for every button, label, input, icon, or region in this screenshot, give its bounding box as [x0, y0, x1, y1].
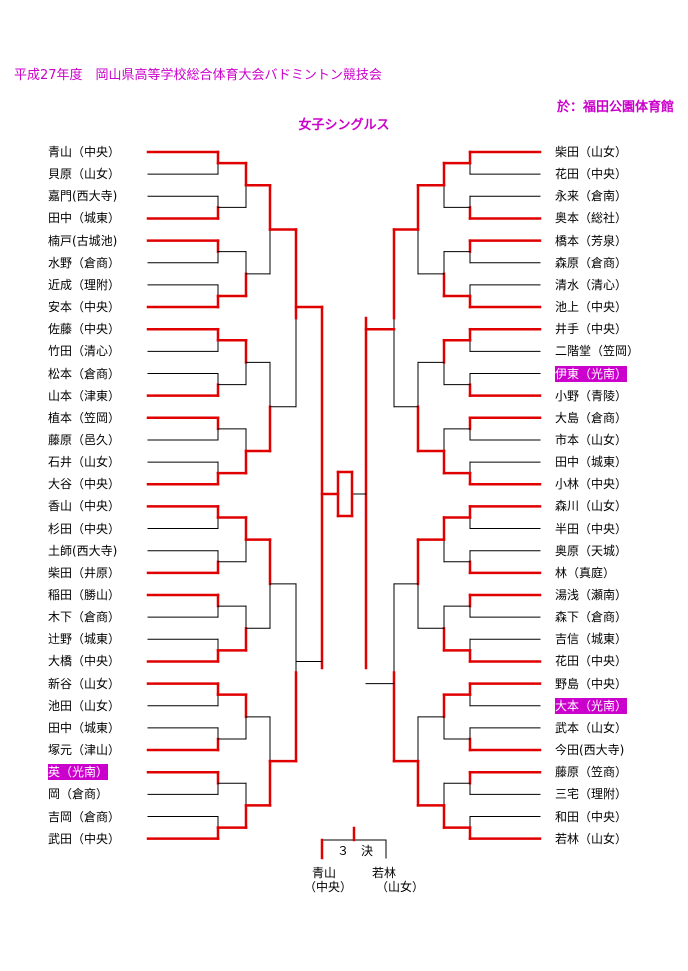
left-player-9: 佐藤（中央） — [48, 322, 121, 337]
right-player-11: 伊東（光南） — [555, 365, 628, 382]
left-player-5: 楠戸(古城池) — [48, 233, 118, 248]
left-player-2: 貝原（山女） — [48, 167, 121, 182]
left-player-8: 安本（中央） — [48, 300, 121, 315]
left-player-32: 武田（中央） — [48, 831, 121, 846]
right-player-13: 大島（倉商） — [555, 410, 628, 425]
right-player-8: 池上（中央） — [555, 300, 628, 315]
right-player-19: 奥原（天城） — [555, 543, 628, 558]
right-player-24: 花田（中央） — [555, 654, 628, 669]
left-player-27: 田中（城東） — [48, 720, 121, 735]
left-player-17: 香山（中央） — [48, 499, 121, 514]
right-player-12: 小野（青陵） — [555, 388, 628, 403]
right-player-1: 柴田（山女） — [555, 145, 628, 159]
left-player-1: 青山（中央） — [48, 145, 121, 159]
left-player-6: 水野（倉商） — [48, 255, 121, 270]
right-player-17: 森川（山女） — [555, 499, 628, 514]
left-player-24: 大橋（中央） — [48, 654, 121, 669]
left-player-7: 近成（理附） — [48, 277, 121, 292]
left-player-15: 石井（山女） — [48, 455, 121, 470]
right-player-32: 若林（山女） — [555, 831, 628, 846]
right-player-4: 奥本（総社） — [555, 211, 628, 226]
left-player-23: 辻野（城東） — [48, 632, 121, 647]
right-player-26: 大本（光南） — [555, 697, 628, 714]
left-player-22: 木下（倉商） — [48, 610, 121, 625]
right-player-28: 今田(西大寺) — [555, 743, 625, 758]
page-title: 平成27年度 岡山県高等学校総合体育大会バドミントン競技会 — [14, 68, 382, 83]
right-player-18: 半田（中央） — [555, 521, 628, 536]
left-player-26: 池田（山女） — [48, 698, 121, 713]
right-player-29: 藤原（笠商） — [555, 765, 628, 780]
third-place-right-school: （山女） — [376, 880, 425, 894]
left-player-20: 柴田（井原） — [48, 565, 121, 580]
right-player-25: 野島（中央） — [555, 676, 628, 691]
right-player-7: 清水（清心） — [555, 277, 628, 292]
right-player-30: 三宅（理附） — [555, 787, 628, 802]
event-title: 女子シングルス — [298, 118, 390, 133]
third-place-right-name: 若林 — [372, 866, 397, 880]
left-player-21: 稲田（勝山） — [48, 588, 121, 602]
left-player-14: 藤原（邑久） — [48, 432, 121, 447]
right-player-9: 井手（中央） — [555, 322, 628, 337]
left-player-12: 山本（津東） — [48, 388, 121, 403]
left-player-29: 英（光南） — [48, 764, 109, 781]
right-player-14: 市本（山女） — [555, 432, 628, 447]
right-player-20: 林（真庭） — [555, 565, 616, 580]
right-player-5: 橋本（芳泉） — [555, 233, 628, 248]
right-player-31: 和田（中央） — [555, 809, 628, 824]
venue-label: 於：福田公園体育館 — [556, 100, 674, 115]
third-place-label: ３ 決 — [336, 844, 373, 858]
left-player-4: 田中（城東） — [48, 211, 121, 226]
right-player-15: 田中（城東） — [555, 455, 628, 470]
right-player-6: 森原（倉商） — [555, 255, 628, 270]
left-player-10: 竹田（清心） — [48, 344, 121, 359]
right-player-16: 小林（中央） — [555, 477, 628, 492]
right-player-22: 森下（倉商） — [555, 610, 628, 625]
left-player-3: 嘉門(西大寺) — [48, 189, 118, 204]
third-place-left-name: 青山 — [312, 866, 337, 880]
left-player-28: 塚元（津山） — [48, 743, 121, 758]
left-player-19: 土師(西大寺) — [48, 543, 118, 558]
right-player-27: 武本（山女） — [555, 720, 628, 735]
left-player-13: 植本（笠岡） — [48, 410, 121, 425]
left-player-18: 杉田（中央） — [48, 521, 121, 536]
left-player-31: 吉岡（倉商） — [48, 809, 121, 824]
left-player-25: 新谷（山女） — [48, 676, 121, 691]
left-player-11: 松本（倉商） — [48, 366, 121, 381]
third-place-left-school: （中央） — [304, 880, 353, 894]
right-player-3: 永来（倉南） — [555, 189, 628, 204]
right-player-23: 吉信（城東） — [555, 632, 628, 647]
right-player-2: 花田（中央） — [555, 167, 628, 182]
right-player-10: 二階堂（笠岡） — [555, 344, 640, 359]
left-player-16: 大谷（中央） — [48, 477, 121, 492]
right-player-21: 湯浅（瀬南） — [555, 588, 628, 602]
left-player-30: 岡（倉商） — [48, 787, 109, 802]
